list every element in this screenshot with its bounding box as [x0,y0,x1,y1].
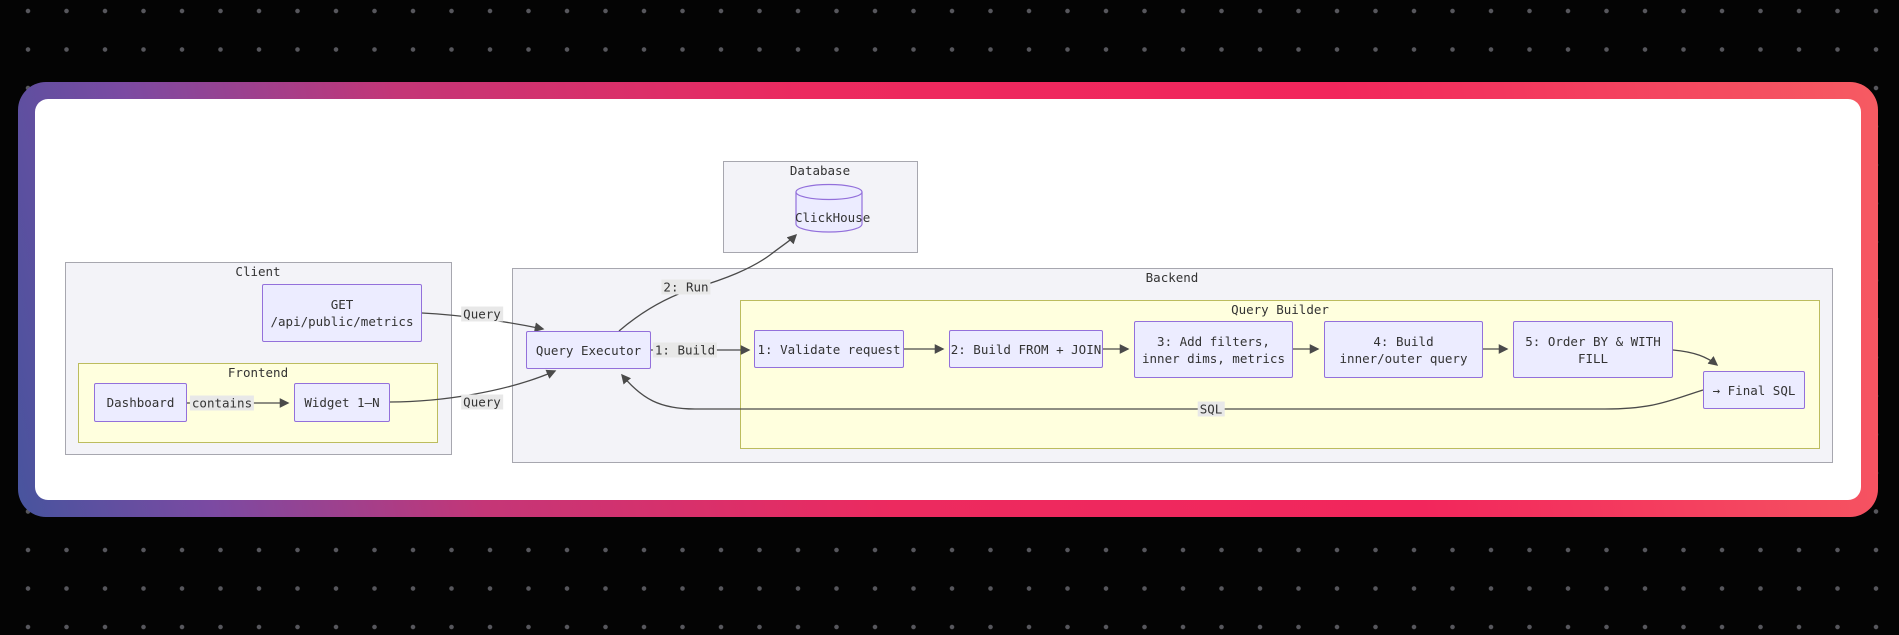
cluster-label-frontend: Frontend [227,365,289,380]
node-step5-order-by-with-fill: 5: Order BY & WITH FILL [1513,321,1673,378]
node-step3-line2: inner dims, metrics [1142,350,1285,366]
node-widget-label: Widget 1–N [304,395,380,410]
node-query-executor-label: Query Executor [535,342,642,358]
node-get-endpoint-line2: /api/public/metrics [270,314,414,329]
node-step2-label: 2: Build FROM + JOIN [950,341,1102,357]
node-step4-build-inner-outer: 4: Build inner/outer query [1324,321,1483,378]
edge-label-run: 2: Run [661,279,711,295]
edge-step5-finalsql [1672,349,1719,366]
edge-sql-to-executor [621,373,1704,410]
node-dashboard-label: Dashboard [106,395,175,410]
cluster-label-client: Client [235,264,281,279]
node-step1-validate: 1: Validate request [754,330,904,368]
node-step5-line1: 5: Order BY & WITH [1525,333,1661,349]
node-step4-line1: 4: Build [1373,333,1434,349]
node-step4-line2: inner/outer query [1339,350,1468,366]
edge-label-query-bottom: Query [461,394,503,410]
node-clickhouse-label: ClickHouse [795,210,871,225]
node-widget: Widget 1–N [294,383,390,422]
cluster-label-query-builder: Query Builder [1231,302,1329,317]
edge-label-query-top: Query [461,306,503,322]
edges-layer [187,233,1719,410]
node-dashboard: Dashboard [94,383,187,422]
node-step2-build-from-join: 2: Build FROM + JOIN [949,330,1103,368]
node-step3-add-filters: 3: Add filters, inner dims, metrics [1134,321,1293,378]
database-cylinder-icon [795,183,863,233]
node-clickhouse: ClickHouse [795,183,871,233]
node-get-endpoint-line1: GET [330,297,354,312]
node-step1-label: 1: Validate request [757,341,901,357]
cluster-label-backend: Backend [1145,270,1199,285]
node-get-endpoint: GET /api/public/metrics [262,284,422,342]
node-step5-line2: FILL [1577,350,1609,366]
node-query-executor: Query Executor [526,331,651,369]
diagram-card: Database Client Frontend Backend Query B… [35,99,1861,500]
cluster-label-database: Database [789,163,851,178]
edge-label-build: 1: Build [652,342,718,358]
edge-label-sql: SQL [1197,401,1225,417]
edge-widget-to-executor [389,369,557,403]
node-final-sql-label: → Final SQL [1712,382,1796,398]
edge-run-to-clickhouse [618,233,798,332]
node-step3-line1: 3: Add filters, [1157,333,1270,349]
edge-label-contains: contains [189,395,255,411]
gradient-frame: Database Client Frontend Backend Query B… [18,82,1878,517]
node-final-sql: → Final SQL [1703,371,1805,409]
